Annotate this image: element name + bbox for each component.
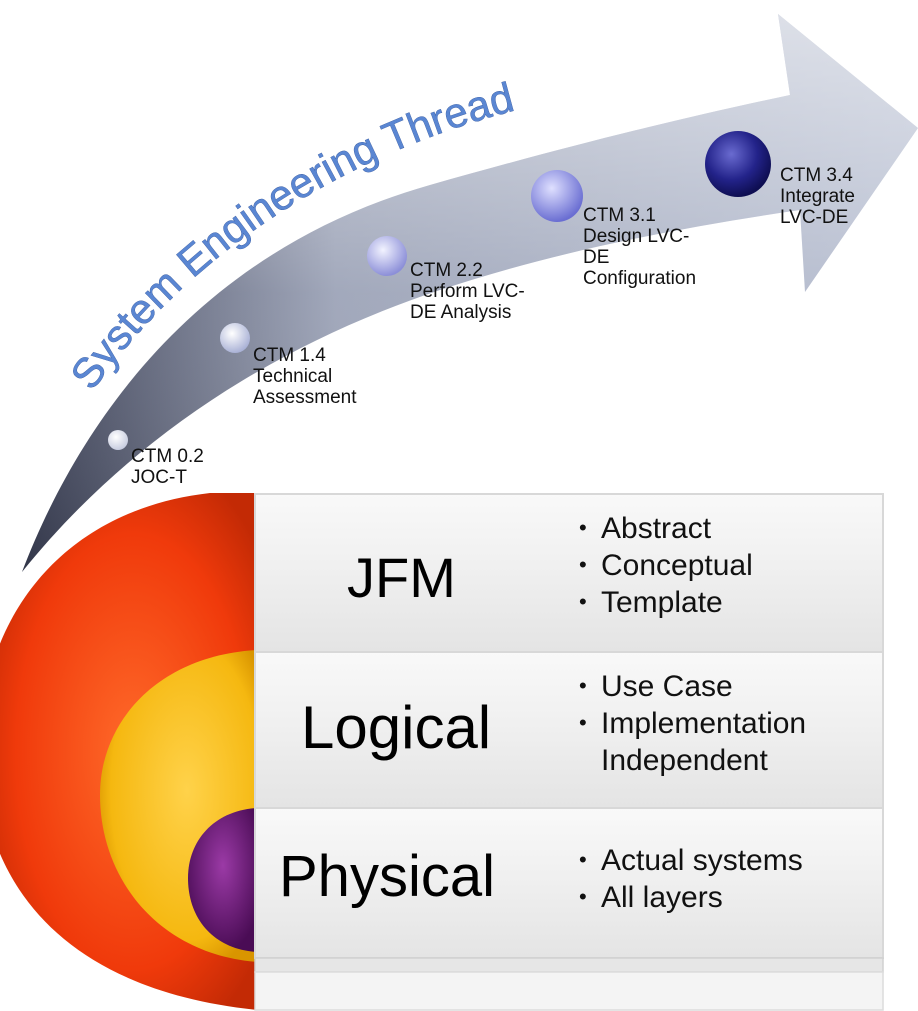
- milestone-marker-1: [220, 323, 250, 353]
- milestone-marker-2: [367, 236, 407, 276]
- bullet-item: Conceptual: [577, 546, 753, 584]
- milestone-marker-0: [108, 430, 128, 450]
- layer-panels: [254, 493, 884, 1011]
- layer-title-jfm: JFM: [347, 546, 456, 609]
- milestone-label-2: CTM 2.2 Perform LVC- DE Analysis: [410, 260, 525, 323]
- milestone-2-line-0: CTM 2.2: [410, 260, 483, 281]
- milestone-marker-4: [705, 131, 771, 197]
- layer-rings: [0, 493, 258, 1010]
- milestone-2-line-1: Perform LVC-: [410, 281, 525, 302]
- milestone-3-line-1: Design LVC-: [583, 226, 690, 247]
- milestone-marker-3: [531, 170, 583, 222]
- milestone-2-line-2: DE Analysis: [410, 302, 512, 323]
- layer-panel-logical: Logical Use Case Implementation Independ…: [255, 652, 883, 808]
- layer-bullets-jfm: Abstract Conceptual Template: [577, 509, 753, 621]
- milestone-4-line-1: Integrate: [780, 186, 855, 207]
- bullet-item: Actual systems: [577, 841, 803, 879]
- layer-bullets-logical: Use Case Implementation Independent: [577, 667, 806, 779]
- layer-panel-physical: Physical Actual systems All layers: [255, 808, 883, 958]
- milestone-label-1: CTM 1.4 Technical Assessment: [253, 345, 356, 408]
- bullet-item: Implementation: [577, 704, 806, 742]
- milestone-1-line-1: Technical: [253, 366, 333, 387]
- milestone-0-line-1: JOC-T: [131, 467, 187, 488]
- milestone-1-line-0: CTM 1.4: [253, 345, 326, 366]
- milestone-3-line-2: DE: [583, 247, 610, 268]
- bullet-item: Template: [577, 583, 753, 621]
- milestone-label-0: CTM 0.2 JOC-T: [131, 446, 204, 488]
- milestone-4-line-2: LVC-DE: [780, 207, 849, 228]
- layer-panel-jfm: JFM Abstract Conceptual Template: [255, 494, 883, 652]
- bullet-item-continuation: Independent: [601, 744, 768, 777]
- milestone-1-line-2: Assessment: [253, 387, 357, 408]
- bullet-item: Use Case: [577, 667, 806, 705]
- layer-title-logical: Logical: [301, 694, 492, 761]
- milestone-3-line-0: CTM 3.1: [583, 205, 656, 226]
- milestone-0-line-0: CTM 0.2: [131, 446, 204, 467]
- layer-title-physical: Physical: [279, 844, 495, 909]
- milestone-4-line-0: CTM 3.4: [780, 165, 853, 186]
- thread-arrow: [22, 14, 918, 572]
- layer-bullets-physical: Actual systems All layers: [577, 841, 803, 916]
- milestone-label-4: CTM 3.4 Integrate LVC-DE: [780, 165, 855, 228]
- bullet-item: All layers: [577, 878, 803, 916]
- bullet-item: Abstract: [577, 509, 753, 547]
- milestone-3-line-3: Configuration: [583, 268, 697, 289]
- inner-ring: [188, 808, 258, 952]
- milestone-label-3: CTM 3.1 Design LVC- DE Configuration: [583, 205, 696, 289]
